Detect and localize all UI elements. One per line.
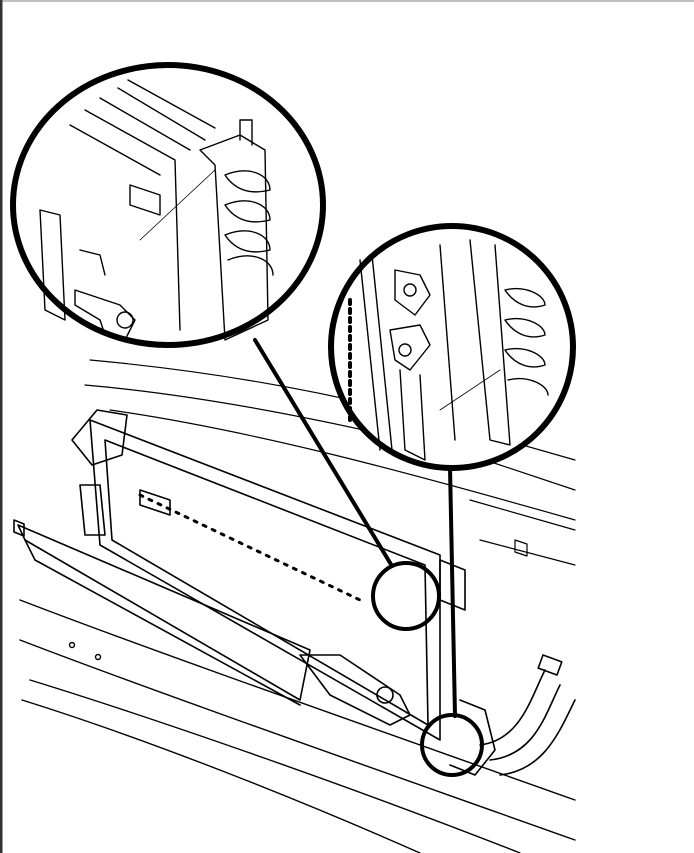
hoses [479,654,576,776]
bumper-beam [19,599,576,853]
condenser [13,519,411,726]
leader-line-upper [253,338,394,568]
leader-line-lower [448,465,457,718]
detail-view-upper [10,62,326,348]
detail-callout-circle-upper [371,561,441,631]
detail-callout-circle-lower [420,713,484,777]
detail-view-lower [328,223,576,471]
